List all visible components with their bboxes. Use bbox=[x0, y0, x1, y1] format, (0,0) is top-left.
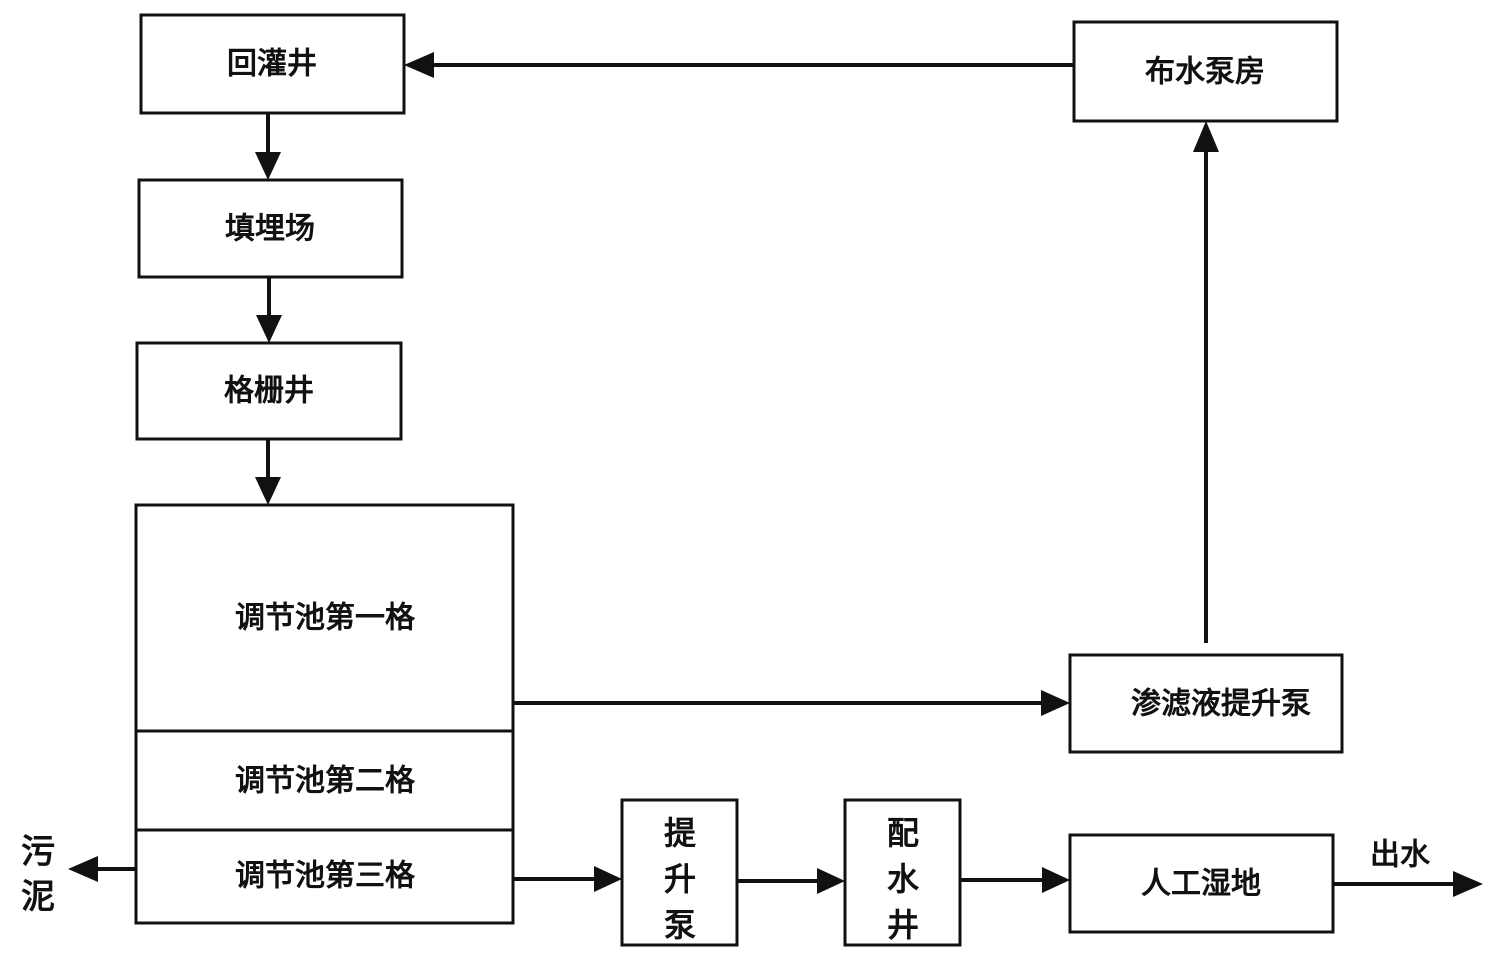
tank-cell-2-label: 调节池第二格 bbox=[235, 764, 416, 799]
recharge-well-label: 回灌井 bbox=[227, 47, 317, 82]
tank-cell-1-label: 调节池第一格 bbox=[235, 601, 416, 636]
lift-pump-box bbox=[620, 798, 739, 947]
arrowhead-to-distribution-well bbox=[817, 868, 845, 894]
constructed-wetland-label: 人工湿地 bbox=[1141, 867, 1261, 902]
tank-cell-3-label: 调节池第三格 bbox=[235, 859, 416, 894]
sludge-label: 污泥 bbox=[21, 832, 55, 917]
leachate-lift-pump-box bbox=[1068, 653, 1344, 754]
regulating-tank-box bbox=[134, 503, 515, 925]
arrowhead-to-pump-house bbox=[1193, 121, 1219, 152]
recharge-well-box bbox=[139, 13, 406, 115]
distribution-well-label: 配水井 bbox=[887, 814, 920, 944]
distribution-well-box bbox=[843, 798, 962, 947]
grille-well-label: 格栅井 bbox=[224, 374, 314, 409]
arrowhead-to-leachate-pump bbox=[1041, 690, 1070, 716]
effluent-label: 出水 bbox=[1370, 838, 1431, 873]
constructed-wetland-box bbox=[1068, 833, 1335, 934]
arrowhead-to-grille-well bbox=[256, 315, 282, 343]
arrowhead-to-sludge bbox=[68, 856, 98, 882]
arrowhead-to-wetland bbox=[1042, 867, 1070, 893]
leachate-lift-pump-label: 渗滤液提升泵 bbox=[1131, 687, 1311, 722]
landfill-box bbox=[137, 178, 404, 279]
arrowhead-to-recharge-well bbox=[404, 52, 434, 78]
distribution-pump-house-label: 布水泵房 bbox=[1145, 55, 1265, 90]
lift-pump-label: 提升泵 bbox=[664, 814, 697, 944]
arrowhead-to-landfill bbox=[255, 152, 281, 180]
arrowhead-to-lift-pump bbox=[594, 866, 622, 892]
arrowhead-effluent bbox=[1453, 871, 1483, 897]
distribution-pump-house-box bbox=[1072, 20, 1339, 123]
landfill-label: 填埋场 bbox=[225, 212, 315, 247]
arrowhead-to-regulating-tank bbox=[255, 477, 281, 505]
